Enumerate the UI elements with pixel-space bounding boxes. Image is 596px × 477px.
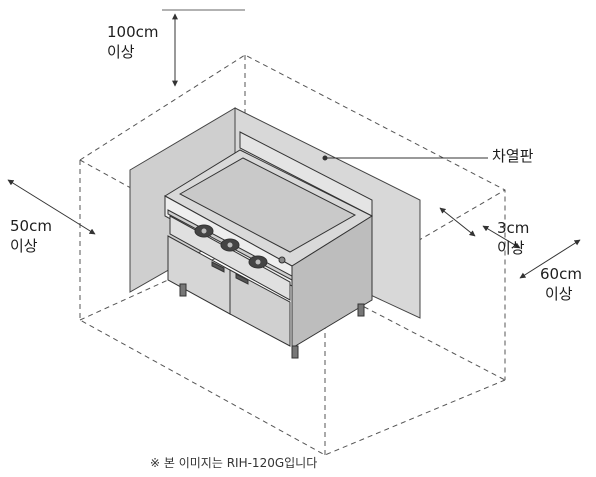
top-clearance-suffix: 이상: [107, 43, 135, 61]
left-clearance-value: 50cm: [10, 217, 52, 235]
gap-clearance-value: 3cm: [497, 219, 530, 237]
top-clearance-value: 100cm: [107, 23, 159, 41]
heat-shield-label: 차열판: [492, 147, 534, 165]
right-clearance-value: 60cm: [540, 265, 582, 283]
footnote: ※ 본 이미지는 RIH-120G입니다: [150, 456, 318, 470]
dimension-lines: [7, 9, 581, 279]
control-knobs: [194, 224, 268, 269]
left-clearance-suffix: 이상: [10, 237, 38, 255]
right-clearance-suffix: 이상: [545, 285, 573, 303]
griddle-machine: [164, 131, 374, 359]
gap-clearance-suffix: 이상: [497, 239, 525, 257]
